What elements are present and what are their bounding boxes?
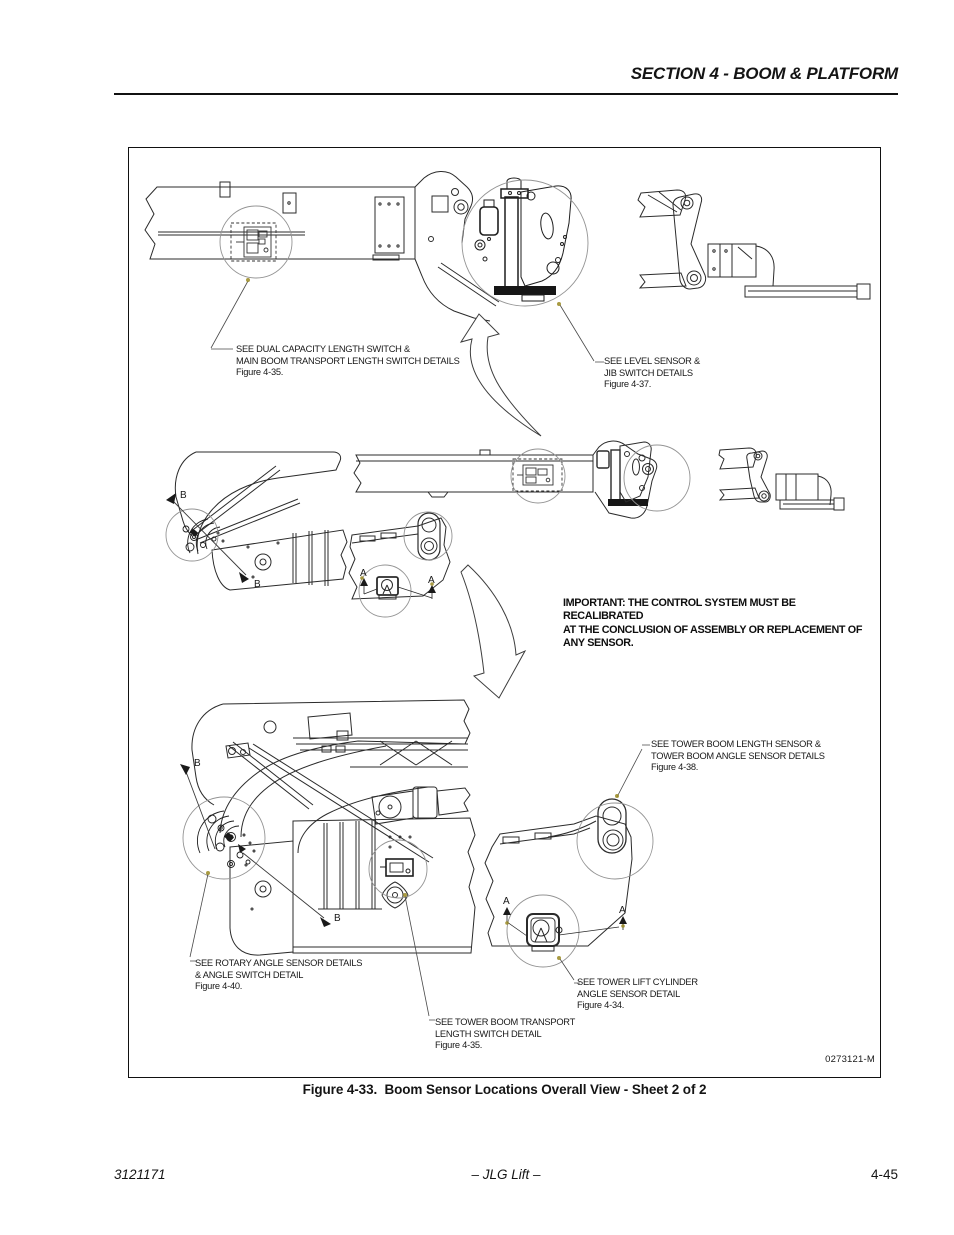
section-line-a-bottom: A A [503,896,627,930]
callout-tower-lift-cylinder-sensor: SEE TOWER LIFT CYLINDER ANGLE SENSOR DET… [577,977,698,1011]
level-sensor-mechanism [461,177,589,307]
section-label-b: B [334,913,341,924]
section-line-a-mid: A A [360,568,436,599]
section-label-b: B [194,758,201,769]
section-line-b-bottom: B B [180,758,341,927]
callout-level-sensor: SEE LEVEL SENSOR & JIB SWITCH DETAILS Fi… [604,356,700,390]
figure-caption: Figure 4-33. Boom Sensor Locations Overa… [302,1082,707,1097]
header-rule [114,93,898,95]
leader-dot [621,924,625,928]
callout-tower-transport-switch: SEE TOWER BOOM TRANSPORT LENGTH SWITCH D… [435,1017,576,1051]
boom-base-drawing [174,451,348,591]
section-line-b-mid: B B [166,490,261,590]
row3-leader-lines [189,873,435,1021]
row1-leader-lines [210,280,604,363]
mid-jib-drawing [718,447,845,511]
leader-dot [615,794,619,798]
leader-dot [505,921,509,925]
section-label-a: A [619,905,626,916]
drawing-number: 0273121-M [825,1054,875,1065]
bottom-right-leader-lines [559,744,650,984]
leader-dot [206,871,210,875]
section-label-b: B [254,579,261,590]
important-note: IMPORTANT: THE CONTROL SYSTEM MUST BE RE… [563,597,863,650]
leader-dot [360,576,364,580]
section-label-a: A [503,896,510,907]
boom-sensor-diagram: B B [144,171,871,1021]
tower-boom-drawing [191,699,476,956]
main-boom-drawing [144,181,416,261]
callout-tower-boom-length-sensor: SEE TOWER BOOM LENGTH SENSOR & TOWER BOO… [651,739,825,773]
cylinder-plate-drawing [348,511,453,618]
callout-rotary-angle-sensor: SEE ROTARY ANGLE SENSOR DETAILS & ANGLE … [195,958,363,992]
section-label-a: A [428,575,435,586]
leader-dot [246,278,250,282]
leader-dot [403,893,407,897]
leader-dot [557,302,561,306]
footer-brand: – JLG Lift – [471,1167,541,1182]
mid-boom-drawing [353,449,594,498]
section-label-b: B [180,490,187,501]
section-label-a: A [360,568,367,579]
rotary-sensor-mechanism-mid [165,508,225,562]
mid-boom-head-drawing [592,440,691,519]
rotary-angle-sensor-mechanism [182,796,266,880]
leader-dot [557,956,561,960]
page-title: SECTION 4 - BOOM & PLATFORM [630,64,898,83]
curved-arrow-down [460,564,527,699]
tower-lift-cylinder-drawing [484,798,654,968]
leader-dot [430,582,434,586]
transport-switch-sensor [368,839,428,899]
footer-publication-number: 3121171 [114,1167,166,1182]
jib-drawing [637,189,871,300]
callout-dual-capacity-switch: SEE DUAL CAPACITY LENGTH SWITCH & MAIN B… [236,344,460,378]
boom-head-drawing [414,171,500,322]
transport-switch-detail-mid [510,448,566,504]
footer-page-number: 4-45 [870,1167,898,1182]
length-switch-detail [219,205,293,279]
curved-arrow-up [459,313,542,437]
